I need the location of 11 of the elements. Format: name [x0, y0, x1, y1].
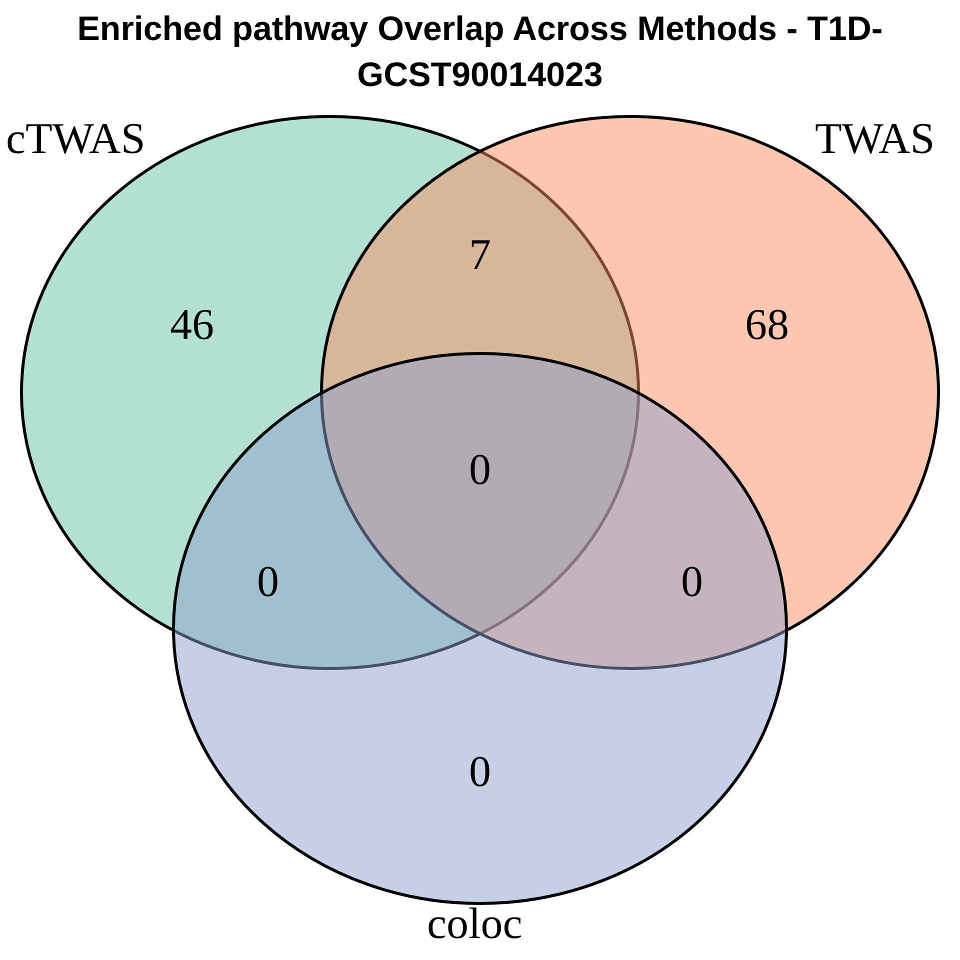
count-label: 46 [170, 301, 214, 349]
count-label: 7 [469, 231, 491, 279]
set-label: cTWAS [6, 115, 146, 163]
count-label: 0 [469, 446, 491, 494]
set-label: TWAS [815, 115, 935, 163]
count-label: 0 [469, 748, 491, 796]
count-label: 68 [745, 301, 789, 349]
count-label: 0 [681, 558, 703, 606]
chart-title: Enriched pathway Overlap Across Methods - T1D-GCST90014023 [76, 9, 884, 96]
count-label: 0 [257, 558, 279, 606]
set-label: coloc [427, 900, 522, 948]
